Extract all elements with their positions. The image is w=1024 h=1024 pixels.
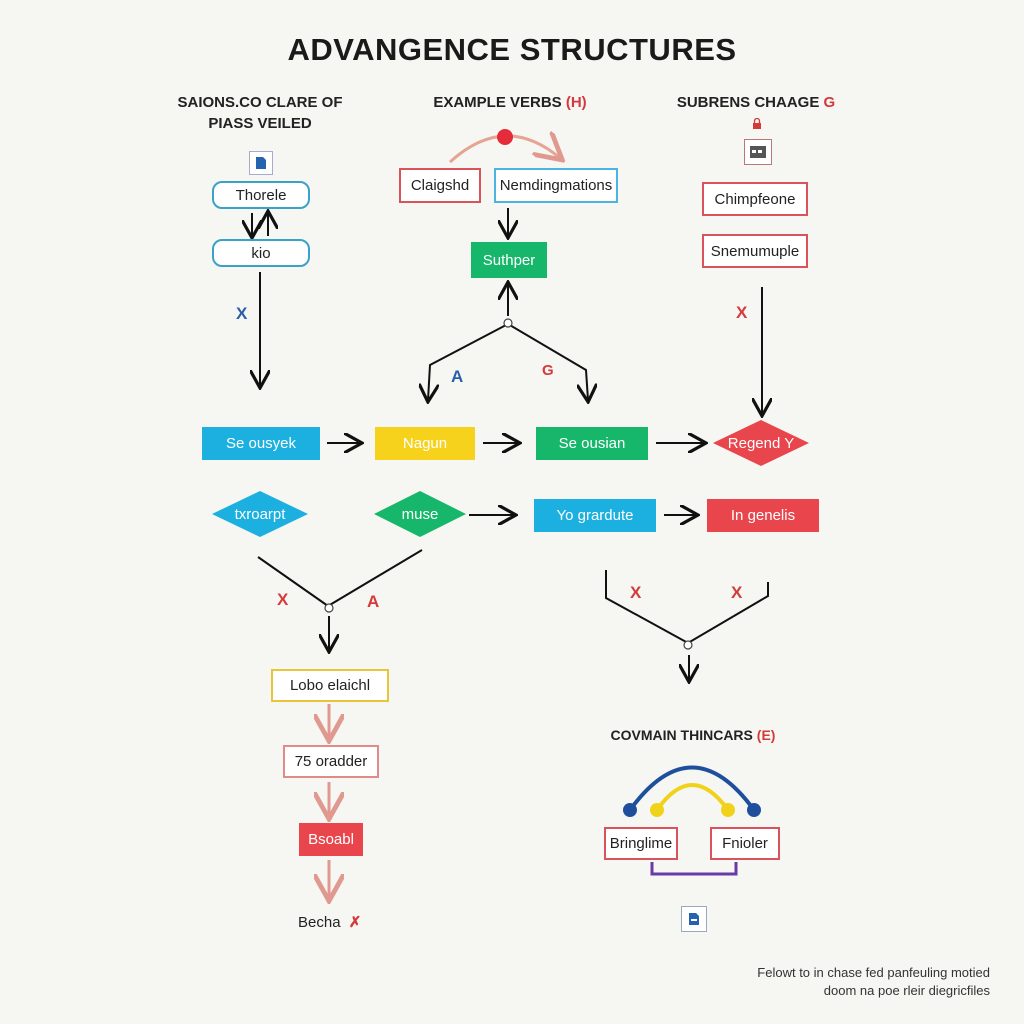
node-yo-grardute[interactable]: Yo grardute	[534, 499, 656, 532]
node-bringlime[interactable]: Bringlime	[604, 827, 678, 860]
node-se-ousian[interactable]: Se ousian	[536, 427, 648, 460]
junction-dot	[324, 603, 334, 613]
right-converge-x1: X	[630, 583, 642, 602]
cross-icon: ✗	[348, 914, 362, 931]
inner-arc	[655, 783, 730, 812]
node-chimpfeone[interactable]: Chimpfeone	[702, 182, 808, 216]
bracket-connector	[650, 862, 738, 876]
decision-muse[interactable]: muse	[374, 491, 466, 537]
node-kio[interactable]: kio	[212, 239, 310, 267]
outer-arc	[628, 765, 756, 812]
left-converge-a: A	[367, 592, 380, 611]
small-lock-icon	[751, 117, 763, 129]
junction-dot	[503, 318, 513, 328]
decision-regend[interactable]: Regend Y	[713, 420, 809, 466]
middle-header-suffix: (H)	[565, 94, 587, 111]
middle-header-text: EXAMPLE VERBS	[433, 94, 562, 111]
arc-node	[650, 803, 664, 817]
bottom-right-header: COVMAIN THINCARS (E)	[598, 725, 788, 746]
calendar-icon	[744, 139, 772, 165]
node-nemdingmations[interactable]: Nemdingmations	[494, 168, 618, 203]
node-snemumuple[interactable]: Snemumuple	[702, 234, 808, 268]
diamond-shape	[212, 491, 308, 537]
end-node-becha: Becha ✗	[298, 913, 361, 931]
junction-dot	[683, 640, 693, 650]
footnote-line-1: Felowt to in chase fed panfeuling motied	[757, 965, 990, 980]
middle-column-header: EXAMPLE VERBS (H)	[420, 92, 600, 113]
right-header-suffix: G	[823, 94, 836, 111]
document-icon	[249, 151, 273, 175]
converge-right	[605, 570, 769, 645]
decision-txroarpt[interactable]: txroarpt	[212, 491, 308, 537]
branch-right	[507, 323, 588, 400]
bottom-right-header-text: COVMAIN THINCARS	[610, 727, 753, 743]
left-mark-x: X	[236, 304, 248, 323]
diamond-shape	[374, 491, 466, 537]
arc-node	[747, 803, 761, 817]
document-icon	[681, 906, 707, 932]
node-75-oradder[interactable]: 75 oradder	[283, 745, 379, 778]
left-converge-x: X	[277, 590, 289, 609]
footnote-line-2: doom na poe rleir diegricfiles	[823, 983, 990, 998]
branch-left	[428, 323, 509, 400]
node-suthper[interactable]: Suthper	[471, 242, 547, 278]
node-fnioler[interactable]: Fnioler	[710, 827, 780, 860]
right-converge-x2: X	[731, 583, 743, 602]
decision-regend-label: Regend Y	[727, 434, 795, 452]
node-se-ousyek[interactable]: Se ousyek	[202, 427, 320, 460]
node-in-genelis[interactable]: In genelis	[707, 499, 819, 532]
decision-txroarpt-label: txroarpt	[234, 505, 286, 523]
becha-label: Becha	[298, 914, 341, 931]
footnote: Felowt to in chase fed panfeuling motied…	[757, 964, 990, 1000]
middle-mark-g: G	[542, 362, 554, 379]
arc-node	[721, 803, 735, 817]
diamond-shape	[713, 420, 809, 466]
page-title: ADVANGENCE STRUCTURES	[287, 32, 737, 67]
middle-mark-a: A	[451, 367, 464, 386]
node-nagun[interactable]: Nagun	[375, 427, 475, 460]
left-header-line-1: SAIONS.CO CLARE OF	[177, 94, 343, 111]
node-claigshd[interactable]: Claigshd	[399, 168, 481, 203]
right-column-header: SUBRENS CHAAGE G	[666, 92, 846, 113]
bottom-right-header-suffix: (E)	[756, 727, 776, 743]
node-thorele[interactable]: Thorele	[212, 181, 310, 209]
right-mark-x: X	[736, 303, 748, 322]
left-header-line-2: PIASS VEILED	[208, 115, 312, 132]
arc-node	[623, 803, 637, 817]
node-bsoabl[interactable]: Bsoabl	[299, 823, 363, 856]
right-header-text: SUBRENS CHAAGE	[676, 94, 820, 111]
left-column-header: SAIONS.CO CLARE OF PIASS VEILED	[160, 92, 360, 134]
decision-muse-label: muse	[401, 505, 439, 523]
arc-dot	[497, 129, 513, 145]
node-lobo-elaichl[interactable]: Lobo elaichl	[271, 669, 389, 702]
